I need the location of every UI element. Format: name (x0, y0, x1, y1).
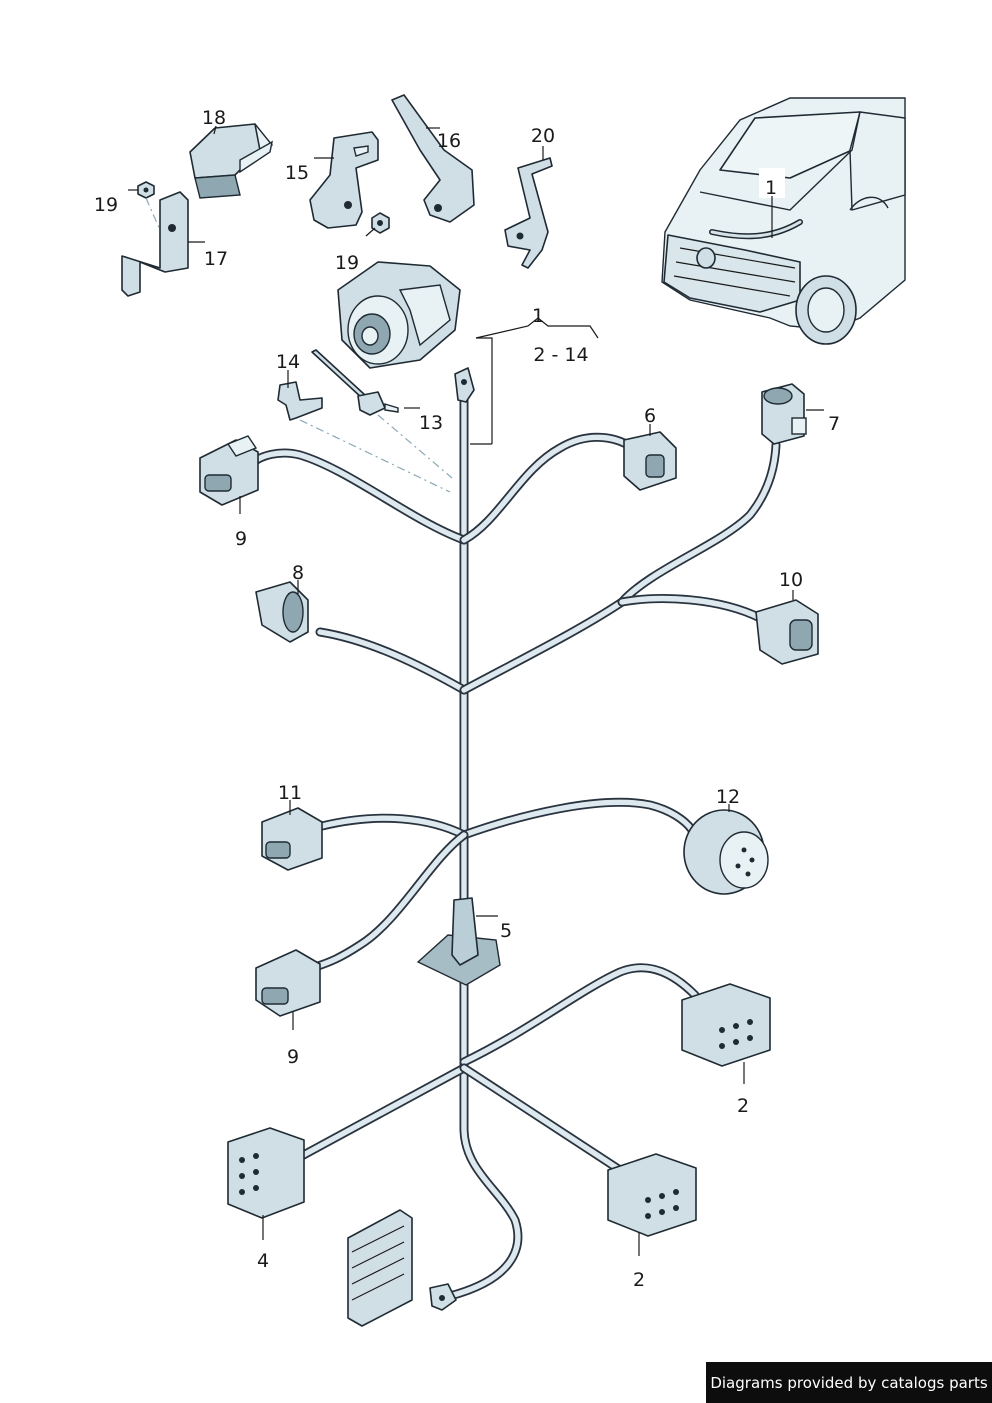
callout-17: 17 (204, 248, 228, 270)
leader-lines (128, 125, 824, 1256)
connector-part-10 (755, 599, 819, 665)
callout-range: 2 - 14 (533, 344, 588, 366)
callout-4: 4 (257, 1250, 269, 1272)
bracket-part-16 (391, 94, 475, 223)
bracket-part-20 (504, 157, 553, 269)
connector-part-4 (227, 1127, 305, 1219)
callout-14: 14 (276, 351, 300, 373)
nut-part-19b (371, 212, 390, 234)
terminal-strip (347, 1209, 413, 1327)
callout-2a: 2 (737, 1095, 749, 1117)
callout-16: 16 (437, 130, 461, 152)
callout-1-vehicle: 1 (765, 177, 777, 199)
alternator-illustration (337, 261, 461, 369)
callout-12: 12 (716, 786, 740, 808)
callout-7: 7 (828, 413, 840, 435)
ground-terminal-bottom (429, 1283, 457, 1311)
callout-18: 18 (202, 107, 226, 129)
connector-part-2a (681, 983, 771, 1067)
callout-1-harness: 1 (532, 305, 544, 327)
callout-6: 6 (644, 405, 656, 427)
cable-tie-part-13 (311, 349, 453, 479)
vehicle-illustration (661, 97, 906, 345)
clip-part-14 (277, 381, 451, 493)
bracket-part-15 (309, 131, 379, 229)
callout-11: 11 (278, 782, 302, 804)
callout-9a: 9 (235, 528, 247, 550)
grommet-part-5 (416, 897, 501, 986)
connector-part-9a (199, 435, 259, 506)
connector-part-2b (607, 1153, 697, 1237)
connector-part-9b (255, 949, 321, 1017)
callout-2b: 2 (633, 1269, 645, 1291)
footer-credit: Diagrams provided by catalogs parts (706, 1362, 992, 1403)
clip-part-18 (189, 123, 274, 199)
callout-8: 8 (292, 562, 304, 584)
ground-terminal-top (454, 367, 475, 403)
connector-part-11 (261, 807, 323, 871)
nut-part-19a (137, 181, 161, 231)
callout-9b: 9 (287, 1046, 299, 1068)
connector-part-6 (623, 431, 677, 491)
callout-19b: 19 (335, 252, 359, 274)
connector-part-12 (683, 809, 769, 895)
callout-13: 13 (419, 412, 443, 434)
callout-19a: 19 (94, 194, 118, 216)
callout-15: 15 (285, 162, 309, 184)
callout-20: 20 (531, 125, 555, 147)
connector-part-7 (761, 383, 807, 445)
callout-10: 10 (779, 569, 803, 591)
callout-5: 5 (500, 920, 512, 942)
connector-part-8 (255, 581, 309, 643)
callout-labels: 18 19 17 15 16 20 19 1 1 2 - 14 14 13 6 … (94, 107, 840, 1291)
bracket-part-17 (121, 191, 189, 297)
